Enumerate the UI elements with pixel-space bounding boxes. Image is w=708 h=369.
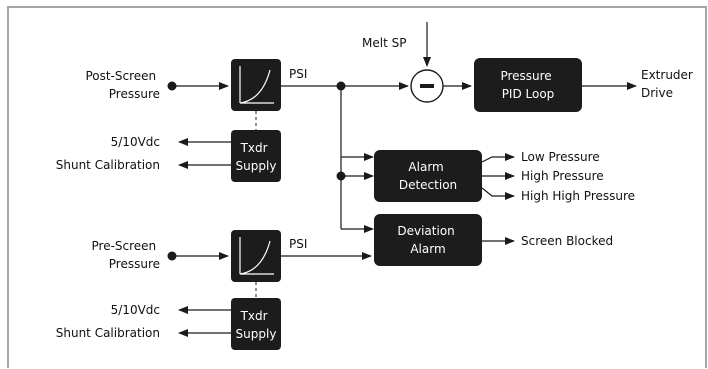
deviation-alarm-block [374,214,482,266]
minus-icon [420,84,434,88]
shunt-label-top: Shunt Calibration [56,158,160,172]
curve-icon [239,237,274,275]
txdr-supply-block-bottom [231,298,281,350]
high-high-pressure-label: High High Pressure [521,189,635,203]
melt-sp-label: Melt SP [362,36,406,50]
pre-screen-label: Pre-Screen Pressure [92,239,161,271]
low-pressure-wire [481,153,515,163]
shunt-label-bottom: Shunt Calibration [56,326,160,340]
high-pressure-label: High Pressure [521,169,604,183]
txdr-supply-block-top [231,130,281,182]
psi-label-bottom: PSI [289,237,307,251]
low-pressure-label: Low Pressure [521,150,600,164]
post-screen-label: Post-Screen Pressure [85,69,160,101]
curve-icon [239,66,274,104]
alarm-detection-label: Alarm Detection [399,160,457,192]
characterizer-block-bottom [231,230,281,282]
alarm-junction-dot [336,171,346,181]
screen-blocked-label: Screen Blocked [521,234,613,248]
txdr-supply-label-top: Txdr Supply [236,141,277,173]
extruder-drive-label: Extruder Drive [641,68,697,100]
voltage-label-bottom: 5/10Vdc [111,303,160,317]
alarm-detection-block [374,150,482,202]
diagram-frame [7,6,707,368]
characterizer-block-top [231,59,281,111]
txdr-supply-label-bottom: Txdr Supply [236,309,277,341]
deviation-alarm-label: Deviation Alarm [397,224,458,256]
voltage-label-top: 5/10Vdc [111,135,160,149]
pressure-pid-loop-label: Pressure PID Loop [500,69,555,101]
pressure-pid-loop-block [474,58,582,112]
psi-label-top: PSI [289,67,307,81]
high-high-pressure-wire [481,187,515,200]
